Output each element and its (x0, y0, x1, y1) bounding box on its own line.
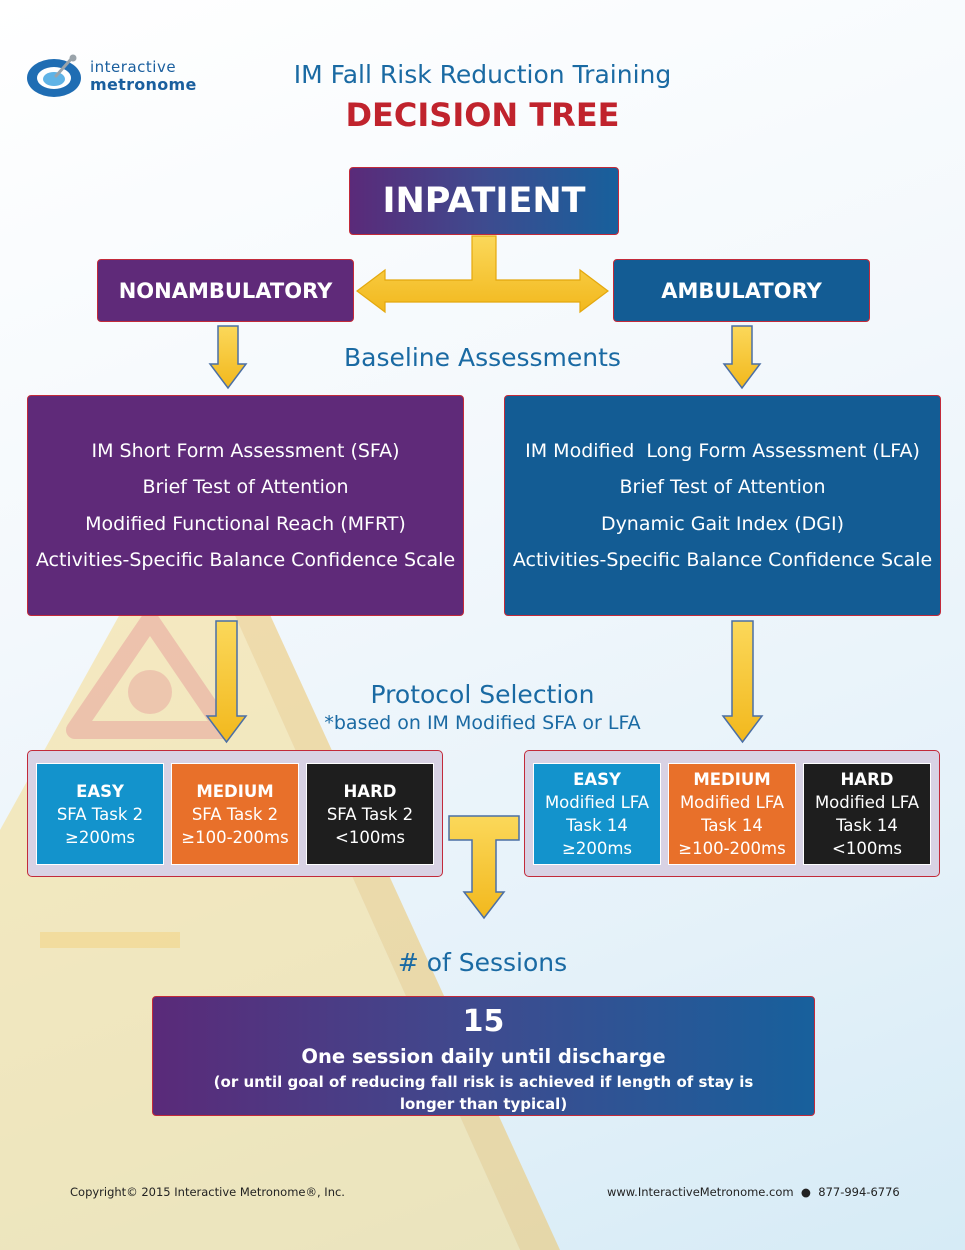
company-logo: interactive metronome (26, 52, 226, 104)
down-arrow-right-1 (722, 325, 762, 390)
protocol-selection-note: *based on IM Modified SFA or LFA (324, 712, 641, 734)
protocol-detail: SFA Task 2 (56, 804, 144, 824)
metronome-logo-icon (27, 54, 81, 97)
sessions-title: # of Sessions (397, 948, 568, 977)
assessment-item: IM Modified Long Form Assessment (LFA) (525, 439, 920, 462)
logo-text-line1: interactive (90, 58, 177, 76)
protocol-detail: Modified LFA (544, 793, 650, 812)
page-subtitle: DECISION TREE (345, 96, 620, 134)
protocol-detail: Task 14 (701, 816, 763, 835)
sessions-box: 15 One session daily until discharge (or… (152, 996, 815, 1116)
sessions-note-line1: (or until goal of reducing fall risk is … (213, 1073, 754, 1091)
footer-copyright: Copyright© 2015 Interactive Metronome®, … (70, 1185, 345, 1199)
protocol-card-easy: EASY Modified LFA Task 14 ≥200ms (533, 763, 661, 865)
protocol-level: HARD (840, 770, 894, 789)
down-arrow-left-2 (205, 620, 248, 744)
protocol-detail: Modified LFA (679, 793, 785, 812)
sessions-count: 15 (462, 1004, 505, 1039)
footer-contact: www.InteractiveMetronome.com ● 877-994-6… (607, 1185, 900, 1199)
baseline-assessments-title: Baseline Assessments (344, 343, 621, 372)
protocol-card-medium: MEDIUM SFA Task 2 ≥100-200ms (171, 763, 299, 865)
page-title: IM Fall Risk Reduction Training (293, 60, 672, 89)
protocol-level: EASY (76, 781, 124, 801)
nonambulatory-assessments-box: IM Short Form Assessment (SFA) Brief Tes… (27, 395, 464, 616)
nonambulatory-protocol-panel: EASY SFA Task 2 ≥200ms MEDIUM SFA Task 2… (27, 750, 443, 877)
down-arrow-right-2 (721, 620, 764, 744)
protocol-detail: ≥200ms (562, 839, 632, 858)
protocol-detail: <100ms (832, 839, 902, 858)
protocol-detail: ≥100-200ms (181, 827, 289, 847)
protocol-selection-title: Protocol Selection (370, 680, 595, 709)
protocol-detail: Task 14 (836, 816, 898, 835)
merge-arrow-center (448, 815, 520, 920)
protocol-card-hard: HARD SFA Task 2 <100ms (306, 763, 434, 865)
assessment-item: IM Short Form Assessment (SFA) (91, 439, 400, 462)
protocol-detail: SFA Task 2 (326, 804, 414, 824)
assessment-item: Modified Functional Reach (MFRT) (85, 512, 406, 535)
ambulatory-node: AMBULATORY (613, 259, 870, 322)
protocol-level: MEDIUM (693, 770, 771, 789)
ambulatory-protocol-panel: EASY Modified LFA Task 14 ≥200ms MEDIUM … (524, 750, 940, 877)
protocol-level: HARD (343, 781, 397, 801)
protocol-detail: SFA Task 2 (191, 804, 279, 824)
sessions-description: One session daily until discharge (301, 1045, 666, 1068)
protocol-detail: ≥200ms (65, 827, 135, 847)
protocol-card-hard: HARD Modified LFA Task 14 <100ms (803, 763, 931, 865)
nonambulatory-node: NONAMBULATORY (97, 259, 354, 322)
assessment-item: Brief Test of Attention (619, 476, 826, 498)
inpatient-branch-connector (356, 235, 609, 314)
protocol-level: MEDIUM (196, 781, 274, 801)
assessment-item: Brief Test of Attention (142, 476, 349, 498)
protocol-detail: ≥100-200ms (678, 839, 786, 858)
protocol-card-medium: MEDIUM Modified LFA Task 14 ≥100-200ms (668, 763, 796, 865)
protocol-detail: Task 14 (566, 816, 628, 835)
ambulatory-assessments-box: IM Modified Long Form Assessment (LFA) B… (504, 395, 941, 616)
protocol-detail: Modified LFA (814, 793, 920, 812)
sessions-note-line2: longer than typical) (399, 1095, 568, 1113)
protocol-detail: <100ms (335, 827, 405, 847)
protocol-level: EASY (573, 770, 621, 789)
assessment-item: Activities-Specific Balance Confidence S… (35, 549, 456, 571)
protocol-card-easy: EASY SFA Task 2 ≥200ms (36, 763, 164, 865)
assessment-item: Dynamic Gait Index (DGI) (600, 512, 845, 535)
down-arrow-left-1 (208, 325, 248, 390)
inpatient-node: INPATIENT (349, 167, 619, 235)
logo-text-line2: metronome (90, 75, 197, 94)
assessment-item: Activities-Specific Balance Confidence S… (512, 549, 933, 571)
